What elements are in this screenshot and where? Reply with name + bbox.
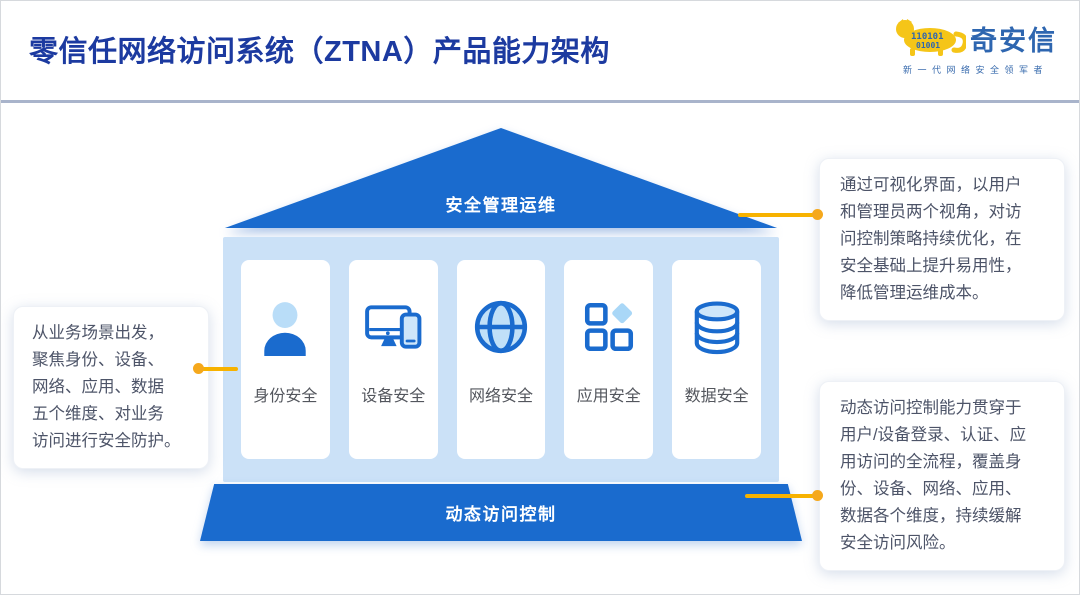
page-title: 零信任网络访问系统（ZTNA）产品能力架构 [29, 36, 610, 68]
connector-dot-left [193, 363, 204, 374]
house-body: 身份安全 设备安全 [223, 237, 779, 482]
card-label: 身份安全 [253, 388, 318, 405]
globe-icon [472, 298, 530, 356]
capability-card-application: 应用安全 [564, 260, 654, 459]
header-divider [1, 100, 1079, 103]
apps-icon [580, 298, 638, 356]
capability-card-data: 数据安全 [672, 260, 761, 459]
brand-name: 奇安信 [970, 25, 1057, 56]
binary-digits-top: 110101 [911, 32, 944, 42]
devices-icon [364, 298, 422, 356]
connector-dot-right-bottom [812, 490, 823, 501]
card-label: 设备安全 [361, 388, 426, 405]
base-label: 动态访问控制 [445, 505, 557, 524]
card-label: 应用安全 [576, 388, 641, 405]
person-icon [256, 298, 314, 356]
callout-right-bottom: 动态访问控制能力贯穿于用户/设备登录、认证、应用访问的全流程，覆盖身份、设备、网… [819, 381, 1065, 571]
house-base: 动态访问控制 [200, 484, 802, 541]
tiger-icon: 110101 01001 [894, 17, 968, 59]
roof-label: 安全管理运维 [445, 196, 557, 215]
connector-line-left [198, 367, 238, 371]
card-label: 网络安全 [468, 388, 533, 405]
database-icon [688, 298, 746, 356]
card-label: 数据安全 [684, 388, 749, 405]
capability-card-network: 网络安全 [456, 260, 546, 459]
capability-card-identity: 身份安全 [241, 260, 330, 459]
brand-tagline: 新一代网络安全领军者 [902, 65, 1048, 75]
house-roof: 安全管理运维 [211, 128, 791, 228]
connector-line-right-top [738, 213, 818, 217]
brand-logo: 110101 01001 奇安信 新一代网络安全领军者 [894, 17, 1057, 76]
connector-line-right-bottom [745, 494, 818, 498]
connector-dot-right-top [812, 209, 823, 220]
callout-left: 从业务场景出发，聚焦身份、设备、网络、应用、数据五个维度、对业务访问进行安全防护… [13, 306, 209, 469]
capability-card-device: 设备安全 [348, 260, 438, 459]
callout-right-top: 通过可视化界面，以用户和管理员两个视角，对访问控制策略持续优化，在安全基础上提升… [819, 158, 1065, 321]
binary-digits-bottom: 01001 [916, 41, 940, 50]
